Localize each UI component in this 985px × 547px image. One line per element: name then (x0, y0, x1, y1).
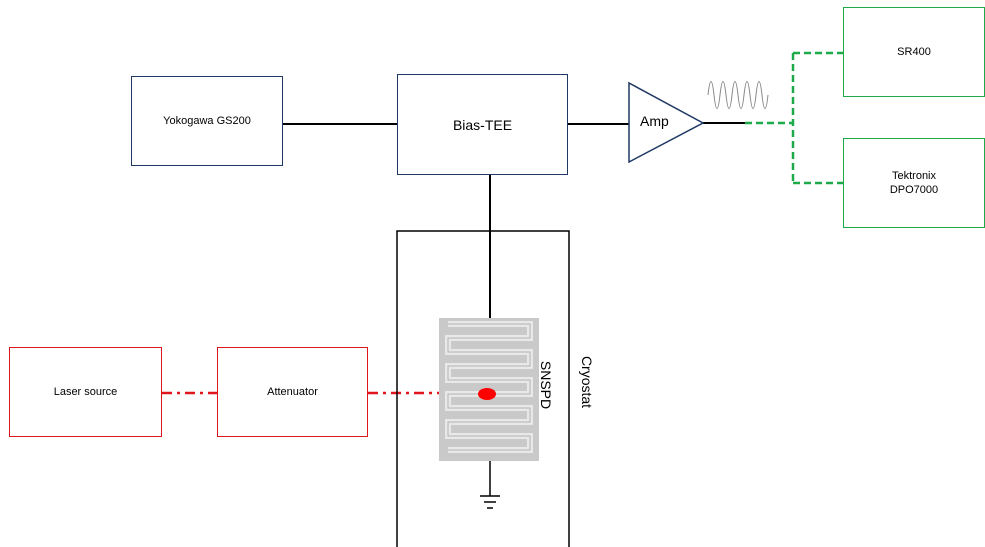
ground-icon (480, 496, 500, 508)
laser-source-box: Laser source (9, 347, 162, 437)
sr400-box: SR400 (843, 7, 985, 97)
snspd-label: SNSPD (538, 361, 554, 409)
tektronix-box: Tektronix DPO7000 (843, 138, 985, 228)
attenuator-label: Attenuator (267, 385, 318, 399)
cryostat-label: Cryostat (579, 356, 595, 408)
tektronix-label-line2: DPO7000 (890, 183, 938, 197)
laser-source-label: Laser source (54, 385, 118, 399)
amp-label: Amp (640, 113, 669, 129)
signal-wave-icon (708, 82, 768, 109)
tektronix-label-line1: Tektronix (892, 169, 936, 183)
attenuator-box: Attenuator (217, 347, 368, 437)
sr400-label: SR400 (897, 45, 931, 59)
yokogawa-label: Yokogawa GS200 (163, 114, 251, 128)
bias-tee-box: Bias-TEE (397, 74, 568, 175)
yokogawa-box: Yokogawa GS200 (131, 76, 283, 166)
output-split-dashed (745, 53, 843, 183)
laser-spot (478, 388, 496, 400)
bias-tee-label: Bias-TEE (453, 117, 512, 133)
